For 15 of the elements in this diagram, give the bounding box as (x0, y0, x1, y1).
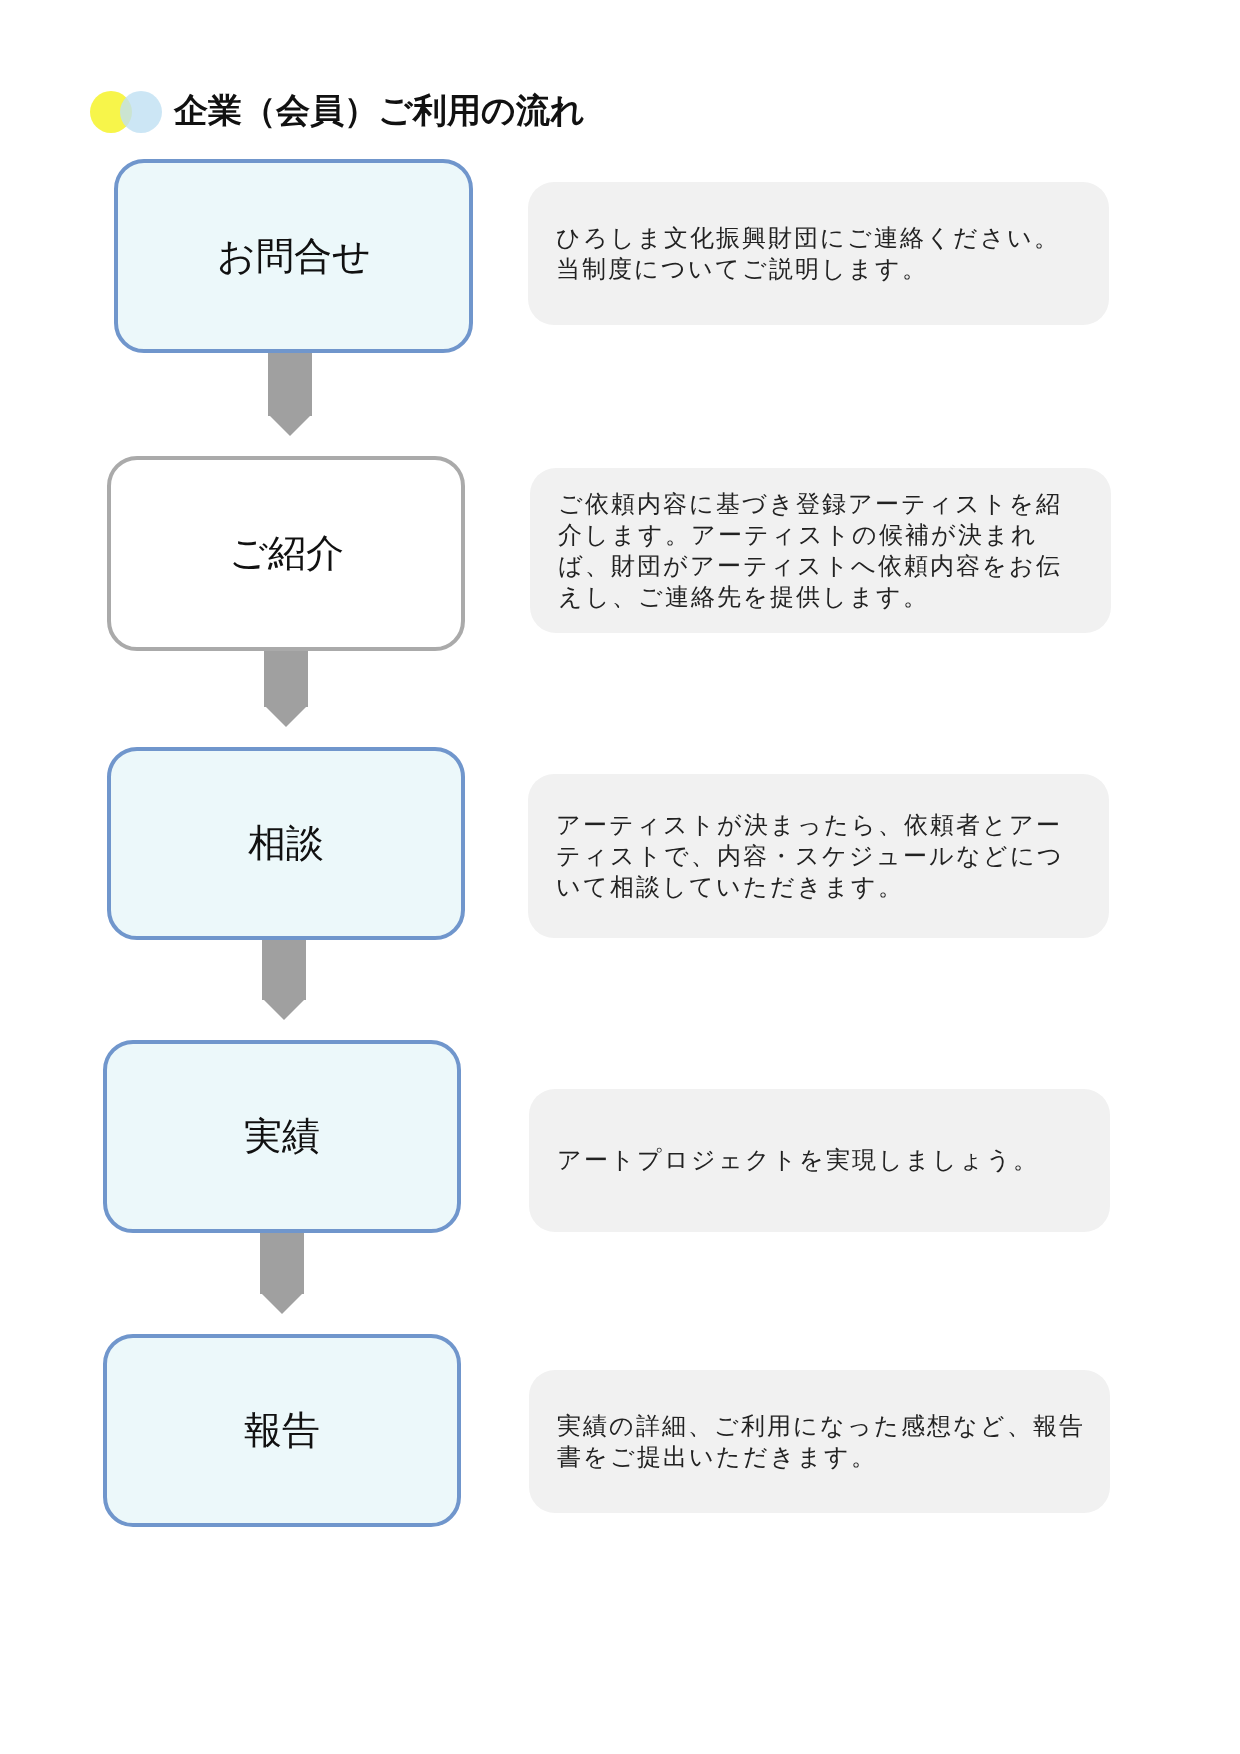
title: 企業（会員）ご利用の流れ (174, 89, 585, 132)
block-arrow (260, 1233, 304, 1314)
description-box: アートプロジェクトを実現しましょう。 (529, 1089, 1110, 1232)
step-box: 報告 (103, 1334, 461, 1527)
step-box: お問合せ (114, 159, 473, 353)
description-box: アーティストが決まったら、依頼者とアーティストで、内容・スケジュールなどについて相談していただきます。 (528, 774, 1109, 938)
step-box: ご紹介 (107, 456, 465, 651)
description-box: 実績の詳細、ご利用になった感想など、報告書をご提出いただきます。 (529, 1370, 1110, 1513)
block-arrow (262, 940, 306, 1020)
description-box: ひろしま文化振興財団にご連絡ください。当制度についてご説明します。 (528, 182, 1109, 325)
step-box: 相談 (107, 747, 465, 940)
block-arrow (264, 651, 308, 727)
description-box: ご依頼内容に基づき登録アーティストを紹介します。アーティストの候補が決まれば、財団がアーティストへ依頼内容をお伝えし、ご連絡先を提供します。 (530, 468, 1111, 633)
step-box: 実績 (103, 1040, 461, 1233)
block-arrow (268, 353, 312, 436)
